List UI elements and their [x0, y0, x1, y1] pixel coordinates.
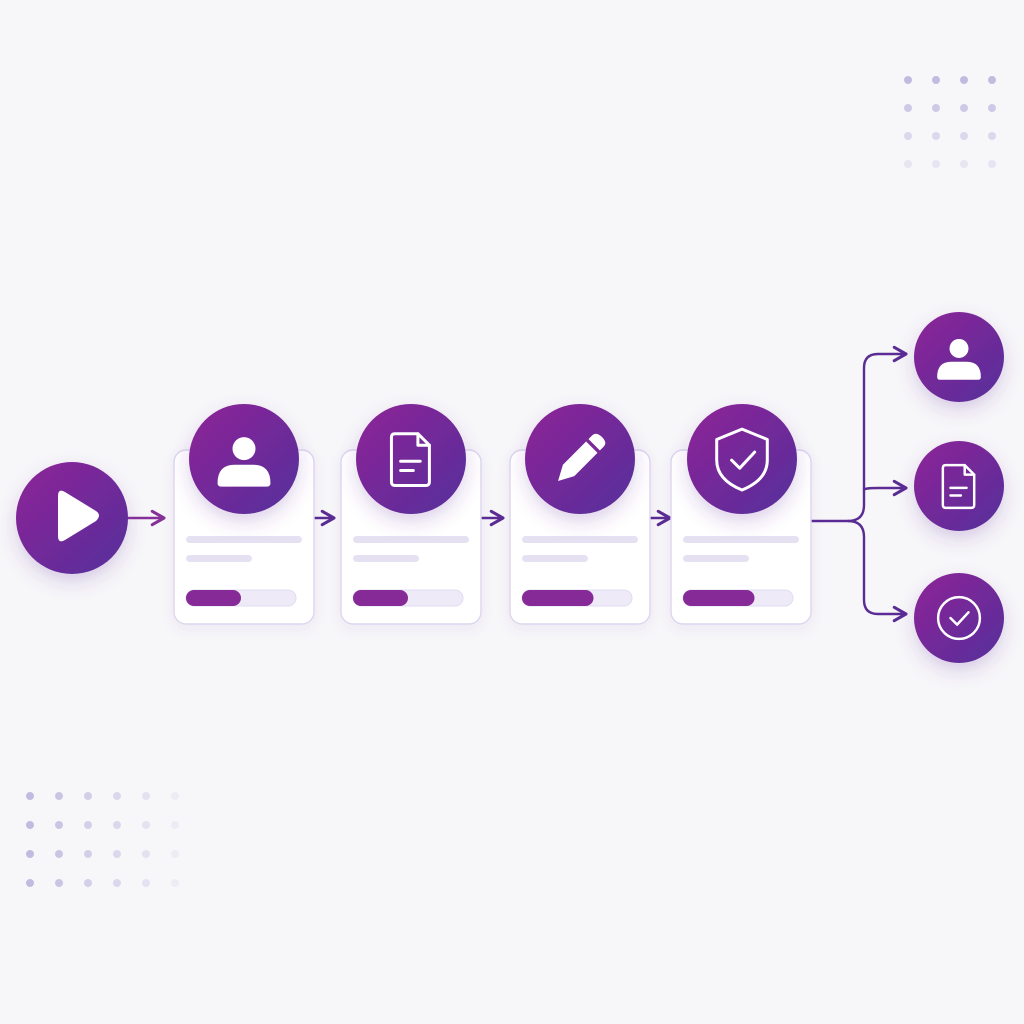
decorative-dot: [26, 879, 34, 887]
start-node[interactable]: [16, 462, 128, 574]
dot-grid-decoration-bottom: [26, 792, 179, 887]
decorative-dot: [960, 160, 968, 168]
branch-connector: [808, 345, 908, 523]
decorative-dot: [26, 850, 34, 858]
decorative-dot: [55, 792, 63, 800]
user-icon: [217, 437, 271, 487]
step-node[interactable]: [356, 404, 466, 514]
decorative-dot: [171, 821, 179, 829]
decorative-dot: [904, 76, 912, 84]
progress-fill: [353, 590, 408, 606]
decorative-dot: [113, 821, 121, 829]
outcome-node[interactable]: [914, 312, 1004, 402]
outcome-nodes: [914, 312, 1004, 663]
decorative-dot: [988, 76, 996, 84]
decorative-dot: [84, 850, 92, 858]
decorative-dot: [84, 792, 92, 800]
decorative-dot: [960, 132, 968, 140]
decorative-dot: [113, 792, 121, 800]
decorative-dot: [904, 160, 912, 168]
decorative-dot: [55, 821, 63, 829]
branch-connector-bottom: [846, 519, 908, 623]
outcome-node[interactable]: [914, 441, 1004, 531]
decorative-dot: [84, 879, 92, 887]
skeleton-line-title: [522, 536, 638, 543]
decorative-dot: [142, 821, 150, 829]
decorative-dot: [932, 160, 940, 168]
decorative-dot: [960, 76, 968, 84]
decorative-dot: [142, 850, 150, 858]
skeleton-line-subtitle: [353, 555, 419, 562]
decorative-dot: [55, 850, 63, 858]
user-icon: [937, 338, 981, 380]
pencil-icon: [558, 433, 606, 481]
skeleton-line-title: [683, 536, 799, 543]
step-node[interactable]: [525, 404, 635, 514]
decorative-dot: [904, 132, 912, 140]
decorative-dot: [904, 104, 912, 112]
decorative-dot: [960, 104, 968, 112]
decorative-dot: [171, 792, 179, 800]
play-icon: [58, 490, 99, 542]
progress-fill: [522, 590, 594, 606]
decorative-dot: [988, 132, 996, 140]
decorative-dot: [142, 792, 150, 800]
check-circle-icon: [936, 595, 982, 641]
decorative-dot: [26, 821, 34, 829]
skeleton-line-title: [353, 536, 469, 543]
decorative-dot: [932, 104, 940, 112]
decorative-dot: [932, 132, 940, 140]
step-node[interactable]: [189, 404, 299, 514]
branch-connector-middle: [862, 479, 908, 497]
outcome-node[interactable]: [914, 573, 1004, 663]
shield-check-icon: [715, 427, 769, 492]
dot-grid-decoration-top: [904, 76, 996, 168]
decorative-dot: [113, 879, 121, 887]
decorative-dot: [988, 160, 996, 168]
decorative-dot: [932, 76, 940, 84]
skeleton-line-subtitle: [186, 555, 252, 562]
document-icon: [389, 432, 431, 487]
step-node[interactable]: [687, 404, 797, 514]
skeleton-line-subtitle: [522, 555, 588, 562]
decorative-dot: [55, 879, 63, 887]
step-nodes: [189, 404, 797, 514]
skeleton-line-subtitle: [683, 555, 749, 562]
decorative-dot: [142, 879, 150, 887]
skeleton-line-title: [186, 536, 302, 543]
document-icon: [941, 463, 976, 510]
decorative-dot: [988, 104, 996, 112]
decorative-dot: [171, 850, 179, 858]
progress-fill: [186, 590, 241, 606]
decorative-dot: [171, 879, 179, 887]
decorative-dot: [84, 821, 92, 829]
decorative-dot: [26, 792, 34, 800]
connectors: [126, 345, 908, 623]
progress-fill: [683, 590, 755, 606]
decorative-dot: [113, 850, 121, 858]
